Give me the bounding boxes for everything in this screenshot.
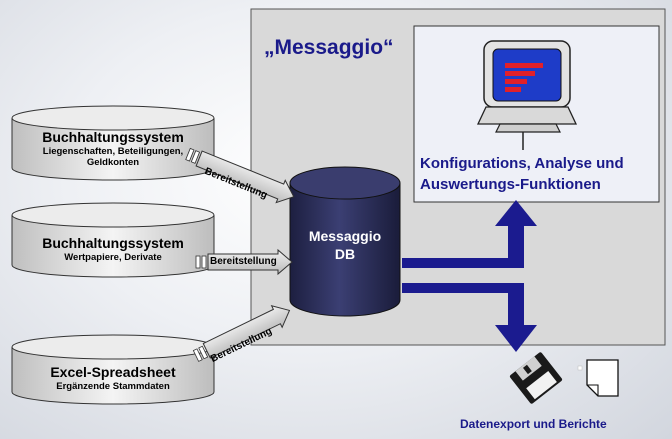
source-3-title: Excel-Spreadsheet [50, 364, 176, 380]
monitor-icon [476, 40, 578, 150]
functions-line-2: Auswertungs-Funktionen [420, 176, 601, 193]
source-1-subtitle-line-1: Liegenschaften, Beteiligungen, [42, 146, 184, 157]
db-output-arrows [402, 200, 537, 352]
arrow-bereitstellung-3 [192, 305, 291, 362]
diagram-title: „Messaggio“ [264, 36, 394, 59]
messaggio-db-cylinder [289, 166, 401, 317]
document-icon [577, 359, 619, 397]
source-3-subtitle-line-1: Ergänzende Stammdaten [56, 381, 170, 392]
db-label-line-2: DB [334, 246, 356, 262]
source-2-subtitle-line-1: Wertpapiere, Derivate [64, 252, 162, 263]
source-cylinder-1 [11, 105, 215, 181]
source-cylinder-3 [11, 334, 215, 405]
source-cylinder-2 [11, 202, 215, 278]
source-2-title: Buchhaltungssystem [42, 235, 184, 251]
functions-text: Konfigurations, Analyse und Auswertungs-… [420, 153, 656, 195]
arrow-bereitstellung-1 [185, 147, 295, 204]
functions-line-1: Konfigurations, Analyse und [420, 155, 624, 172]
export-label: Datenexport und Berichte [460, 417, 607, 431]
floppy-disk-icon [509, 352, 563, 404]
db-label-line-1: Messaggio [308, 228, 382, 244]
source-1-subtitle-line-2: Geldkonten [86, 157, 140, 168]
arrow-2-label: Bereitstellung [210, 256, 277, 267]
source-1-title: Buchhaltungssystem [42, 129, 184, 145]
arrow-bereitstellung-2 [195, 248, 293, 276]
